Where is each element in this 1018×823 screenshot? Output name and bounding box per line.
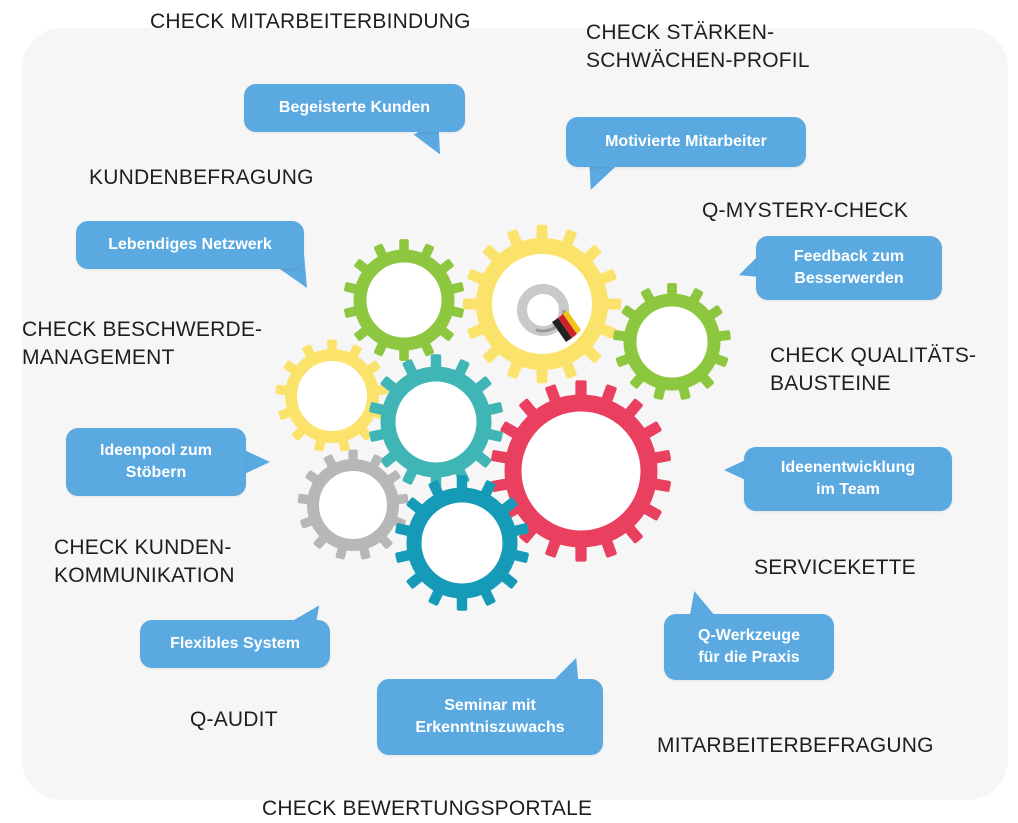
gear-green-left-icon [344,239,464,361]
label-mitarbeiterbefragung: MITARBEITERBEFRAGUNG [657,734,934,757]
bubble-flexibles-system: Flexibles System [140,620,330,668]
bubble-q-werkzeuge-fuer-die-praxis: Q-Werkzeuge für die Praxis [664,614,834,680]
bubble-text: Q-Werkzeuge für die Praxis [698,627,800,666]
bubble-text: Ideenpool zum Stöbern [100,442,212,481]
bubble-begeisterte-kunden: Begeisterte Kunden [244,84,465,132]
bubble-text: Begeisterte Kunden [278,99,431,116]
bubble-seminar-mit-erkenntniszuwachs: Seminar mit Erkenntniszuwachs [377,679,603,755]
background-panel [22,28,1008,800]
bubble-text: Seminar mit Erkenntniszuwachs [415,697,565,736]
gear-teal-center-icon [369,354,503,490]
label-check-mitarbeiterbindung: CHECK MITARBEITERBINDUNG [150,10,471,33]
label-check-staerken-schwaechen: CHECK STÄRKEN- SCHWÄCHEN-PROFIL [586,21,810,72]
gear-gray-left-icon [297,449,409,560]
label-kundenbefragung: KUNDENBEFRAGUNG [89,166,314,189]
gear-red-large-icon [491,380,671,562]
bubble-motivierte-mitarbeiter: Motivierte Mitarbeiter [566,117,806,167]
bubble-feedback-zum-besserwerden: Feedback zum Besserwerden [756,236,942,300]
bubble-text: Ideenentwicklung im Team [780,459,916,498]
gear-green-right-icon [613,283,731,400]
bubble-text: Lebendiges Netzwerk [108,236,272,253]
bubble-text: Feedback zum Besserwerden [793,248,905,287]
bubble-ideenentwicklung-im-team: Ideenentwicklung im Team [744,447,952,511]
label-q-mystery-check: Q-MYSTERY-CHECK [702,199,909,222]
bubble-text: Flexibles System [170,635,300,652]
label-check-qualitaetsbausteine: CHECK QUALITÄTS- BAUSTEINE [770,344,977,395]
label-check-beschwerdemanagement: CHECK BESCHWERDE- MANAGEMENT [22,318,263,369]
label-check-kundenkommunikation: CHECK KUNDEN- KOMMUNIKATION [54,536,235,587]
bubble-lebendiges-netzwerk: Lebendiges Netzwerk [76,221,304,269]
q-logo-icon [517,284,581,342]
label-q-audit: Q-AUDIT [190,708,278,731]
gear-yellow-left-icon [275,339,389,452]
label-check-bewertungsportale: CHECK BEWERTUNGSPORTALE [262,797,593,820]
bubble-ideenpool-zum-stoebern: Ideenpool zum Stöbern [66,428,246,496]
gear-blue-bottom-icon [395,475,529,611]
label-servicekette: SERVICEKETTE [754,556,916,579]
gear-yellow-top-icon [462,224,622,384]
bubble-text: Motivierte Mitarbeiter [605,133,767,150]
